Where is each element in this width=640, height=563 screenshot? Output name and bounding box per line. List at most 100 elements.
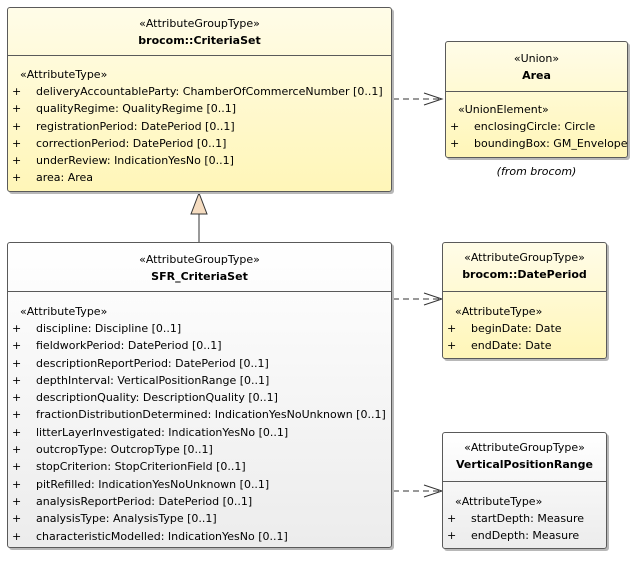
attribute-stereotype: «UnionElement» [458, 103, 549, 116]
class-stereotype: «AttributeGroupType» [464, 441, 585, 454]
visibility-marker: + [447, 322, 457, 335]
attribute-list: +discipline: Discipline [0..1]+fieldwork… [12, 320, 387, 545]
attribute-text: descriptionReportPeriod: DatePeriod [0..… [36, 356, 269, 370]
attribute-text: endDate: Date [471, 339, 552, 353]
visibility-marker: + [12, 356, 22, 370]
attribute-row[interactable]: + characteristicModelled: IndicationYesNo… [12, 528, 387, 545]
class-vertical-position-range[interactable]: «AttributeGroupType» VerticalPositionRan… [442, 432, 607, 549]
attribute-text: fractionDistributionDetermined: Indicati… [36, 408, 386, 422]
class-header: «AttributeGroupType» brocom::DatePeriod [443, 243, 606, 292]
class-date-period[interactable]: «AttributeGroupType» brocom::DatePeriod … [442, 242, 607, 359]
attribute-text: startDepth: Measure [471, 512, 585, 525]
attribute-row[interactable]: +boundingBox: GM_Envelope [450, 135, 627, 152]
class-criteria-set[interactable]: «AttributeGroupType» brocom::CriteriaSet… [7, 7, 392, 192]
visibility-marker: + [12, 529, 22, 543]
attribute-row[interactable]: + analysisType: AnalysisType [0..1] [12, 510, 387, 527]
attribute-text: registrationPeriod: DatePeriod [0..1] [36, 119, 235, 133]
attribute-text: outcropType: OutcropType [0..1] [36, 443, 213, 457]
attribute-row[interactable]: + beginDate: Date [447, 320, 602, 337]
attribute-row[interactable]: + stopCriterion: StopCriterionField [0..1… [12, 458, 387, 475]
attribute-row[interactable]: + fractionDistributionDetermined: Indicat… [12, 406, 387, 423]
attribute-text: boundingBox: GM_Envelope [474, 137, 628, 151]
attribute-text: analysisType: AnalysisType [0..1] [36, 512, 217, 526]
class-area[interactable]: «Union» Area «UnionElement» + enclosingCi… [445, 41, 628, 158]
attribute-row[interactable]: +fieldworkPeriod: DatePeriod [0..1] [12, 337, 387, 354]
attribute-compartment: «AttributeType» + deliveryAccountablePart… [8, 56, 391, 187]
class-sfr-criteria-set[interactable]: «AttributeGroupType» SFR_CriteriaSet «At… [7, 242, 392, 548]
attribute-text: deliveryAccountableParty: ChamberOfComme… [36, 85, 383, 98]
attribute-row[interactable]: + endDepth: Measure [447, 527, 602, 544]
attribute-list: + deliveryAccountableParty: ChamberOfComm… [12, 83, 387, 187]
attribute-row[interactable]: +analysisReportPeriod: DatePeriod [0..1] [12, 493, 387, 510]
attribute-text: descriptionQuality: DescriptionQuality [… [36, 391, 278, 405]
attribute-row[interactable]: +underReview: IndicationYesNo [0..1] [12, 152, 387, 169]
attribute-text: characteristicModelled: IndicationYesNo … [36, 529, 288, 543]
visibility-marker: + [12, 339, 22, 353]
attribute-row[interactable]: + descriptionReportPeriod: DatePeriod [0.… [12, 355, 387, 372]
attribute-row[interactable]: +area: Area [12, 169, 387, 186]
association-arrowhead-area [423, 92, 444, 106]
attribute-row[interactable]: + descriptionQuality: DescriptionQuality … [12, 389, 387, 406]
visibility-marker: + [12, 460, 22, 474]
attribute-row[interactable]: +endDate: Date [447, 337, 602, 354]
attribute-text: qualityRegime: QualityRegime [0..1] [36, 102, 237, 116]
attribute-row[interactable]: + outcropType: OutcropType [0..1] [12, 441, 387, 458]
class-name: brocom::CriteriaSet [138, 34, 261, 47]
class-stereotype: «Union» [513, 52, 560, 65]
visibility-marker: + [12, 477, 22, 491]
attribute-text: analysisReportPeriod: DatePeriod [0..1] [36, 494, 253, 508]
visibility-marker: + [12, 425, 22, 439]
attribute-compartment: «AttributeType» + beginDate: Date +endDate… [443, 292, 606, 355]
attribute-row[interactable]: + pitRefilled: IndicationYesNoUnknown [0.… [12, 476, 387, 493]
visibility-marker: + [450, 120, 460, 133]
attribute-row[interactable]: + litterLayerInvestigated: IndicationYesN… [12, 424, 387, 441]
attribute-row[interactable]: + enclosingCircle: Circle [450, 118, 623, 135]
visibility-marker: + [447, 529, 457, 543]
attribute-text: enclosingCircle: Circle [474, 120, 596, 133]
visibility-marker: + [12, 512, 22, 526]
attribute-stereotype: «AttributeType» [20, 68, 108, 81]
generalization-arrowhead [190, 191, 208, 215]
visibility-marker: + [12, 154, 22, 168]
attribute-stereotype: «AttributeType» [455, 495, 543, 508]
visibility-marker: + [12, 408, 22, 422]
class-header: «AttributeGroupType» VerticalPositionRan… [443, 433, 606, 482]
visibility-marker: + [12, 391, 22, 405]
attribute-text: endDepth: Measure [471, 529, 580, 543]
attribute-text: beginDate: Date [471, 322, 562, 335]
attribute-list: + enclosingCircle: Circle +boundingBox: GM… [450, 118, 627, 153]
visibility-marker: + [12, 136, 22, 150]
attribute-row[interactable]: +correctionPeriod: DatePeriod [0..1] [12, 135, 387, 152]
visibility-marker: + [447, 512, 457, 525]
package-origin-label: (from brocom) [496, 165, 577, 178]
visibility-marker: + [12, 102, 22, 116]
class-header: «AttributeGroupType» SFR_CriteriaSet [8, 243, 391, 292]
attribute-row[interactable]: +discipline: Discipline [0..1] [12, 320, 387, 337]
attribute-row[interactable]: +depthInterval: VerticalPositionRange [0… [12, 372, 387, 389]
attribute-text: litterLayerInvestigated: IndicationYesNo… [36, 425, 289, 439]
attribute-text: stopCriterion: StopCriterionField [0..1] [36, 460, 246, 474]
class-header: «AttributeGroupType» brocom::CriteriaSet [8, 8, 391, 56]
class-stereotype: «AttributeGroupType» [464, 251, 585, 264]
attribute-row[interactable]: + startDepth: Measure [447, 510, 602, 527]
visibility-marker: + [12, 119, 22, 133]
class-stereotype: «AttributeGroupType» [139, 17, 260, 30]
attribute-text: pitRefilled: IndicationYesNoUnknown [0..… [36, 477, 270, 491]
visibility-marker: + [12, 85, 22, 98]
class-name: SFR_CriteriaSet [151, 270, 248, 283]
class-stereotype: «AttributeGroupType» [139, 253, 260, 266]
class-header: «Union» Area [446, 42, 627, 92]
attribute-row[interactable]: + registrationPeriod: DatePeriod [0..1] [12, 118, 387, 135]
attribute-row[interactable]: + deliveryAccountableParty: ChamberOfComm… [12, 83, 387, 100]
attribute-row[interactable]: + qualityRegime: QualityRegime [0..1] [12, 100, 387, 117]
attribute-text: depthInterval: VerticalPositionRange [0.… [36, 373, 270, 387]
attribute-text: area: Area [36, 171, 94, 185]
attribute-list: + startDepth: Measure + endDepth: Measure [447, 510, 602, 545]
class-name: VerticalPositionRange [456, 458, 593, 471]
attribute-compartment: «AttributeType» + startDepth: Measure + end… [443, 482, 606, 545]
attribute-stereotype: «AttributeType» [455, 305, 543, 318]
class-name: Area [522, 69, 551, 82]
attribute-stereotype: «AttributeType» [20, 305, 108, 318]
visibility-marker: + [12, 443, 22, 457]
attribute-list: + beginDate: Date +endDate: Date [447, 320, 602, 355]
